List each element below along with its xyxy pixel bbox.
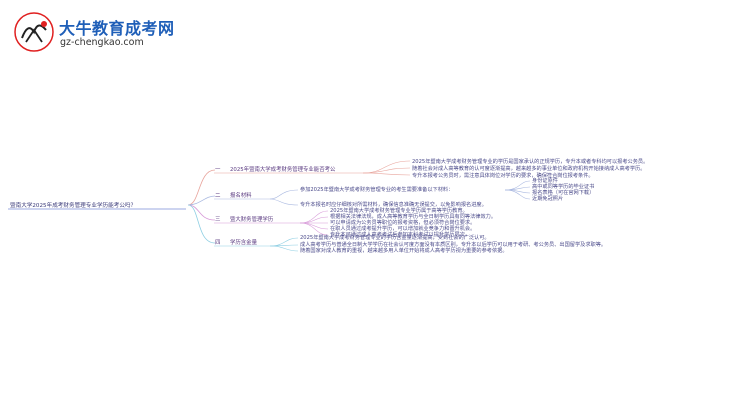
logo-title: 大牛教育成考网 — [59, 19, 175, 38]
branch-1-label: 2025年暨南大学成考财务管理专业能否考公 — [230, 165, 336, 173]
branch-3-leaf-4: 在职人员通过成考提升学历，可以增加就业竞争力和晋升机会。 — [330, 224, 475, 232]
branch-1: 一 2025年暨南大学成考财务管理专业能否考公 2025年暨南大学成考财务管理专… — [214, 157, 648, 179]
root-link-4 — [187, 204, 216, 244]
branch-4: 四 学历含金量 2025年暨南大学成考财务管理专业的学历含金量逐渐提高，受到社会… — [214, 233, 606, 254]
branch-3-leaf-5: 专升本可通过成人高考考试后参加本科考试以提升学历层次。 — [330, 230, 470, 238]
branch-2-sub-3: 报名表格（可在官网下载） — [532, 188, 594, 196]
branch-2: 二 报名材料 参加2025年暨南大学成考财务管理专业的考生需要准备以下材料： 专… — [214, 176, 594, 208]
branch-3-leaf-3: 可以申请成为公务员等职位的报考资格，但必须符合岗位要求。 — [330, 218, 475, 226]
logo-url: gz-chengkao.com — [60, 37, 144, 48]
branch-3-number: 三 — [215, 216, 221, 223]
branch-3-leaf-2: 根据相关法律法规，成人高等教育学历与全日制学历具有同等法律效力。 — [330, 212, 496, 220]
root-link-2 — [187, 195, 216, 206]
branch-1-leaf-1: 2025年暨南大学成考财务管理专业的学历是国家承认的正规学历，专升本或者专科均可… — [412, 157, 648, 165]
root-link-1 — [187, 169, 216, 206]
branch-4-label: 学历含金量 — [230, 238, 258, 246]
branch-2-leaf-2: 专升本报名时应仔细核对所需材料，确保信息准确无误提交，以免影响报名进度。 — [300, 200, 487, 208]
root-node: 暨南大学2025年成考财务管理专业学历能考公吗？ — [10, 201, 136, 209]
branch-4-leaf-2: 成人高考学历与普通全日制大学学历在社会认可度方面没有本质区别，专升本以后学历可以… — [300, 240, 606, 248]
branch-2-number: 二 — [215, 193, 221, 199]
branch-1-number: 一 — [215, 167, 221, 173]
branch-4-leaf-3: 随着国家对成人教育的重视，越来越多用人单位开始将成人高考学历视为重要的参考依据。 — [300, 246, 508, 254]
branch-3-label: 暨大财务管理学历 — [230, 215, 274, 223]
logo-mark-icon — [14, 12, 54, 52]
branch-2-leaf-1: 参加2025年暨南大学成考财务管理专业的考生需要准备以下材料： — [300, 185, 453, 193]
branch-4-number: 四 — [215, 239, 220, 246]
site-logo[interactable]: 大牛教育成考网 gz-chengkao.com — [14, 12, 174, 54]
branch-2-label: 报名材料 — [230, 191, 252, 199]
branch-1-leaf-3: 专升本报考公务员时，需注意具体岗位对学历的要求，确保符合岗位报考条件。 — [412, 171, 594, 179]
branch-2-sub-1: 身份证原件 — [532, 176, 558, 184]
branch-4-leaf-1: 2025年暨南大学成考财务管理专业的学历含金量逐渐提高，受到社会的广泛认可。 — [300, 233, 490, 241]
branch-3: 三 暨大财务管理学历 2025年暨南大学成考财务管理专业学历属于高等学历教育。 … — [214, 206, 496, 238]
branch-2-sub-4: 近期免冠照片 — [532, 194, 563, 202]
branch-1-leaf-2: 随着社会对成人高等教育的认可度逐渐提高，越来越多的事业单位和政府机构开始接纳成人… — [412, 164, 645, 172]
branch-3-leaf-1: 2025年暨南大学成考财务管理专业学历属于高等学历教育。 — [330, 206, 468, 214]
branch-2-sub-2: 高中或同等学历的毕业证书 — [532, 182, 594, 190]
